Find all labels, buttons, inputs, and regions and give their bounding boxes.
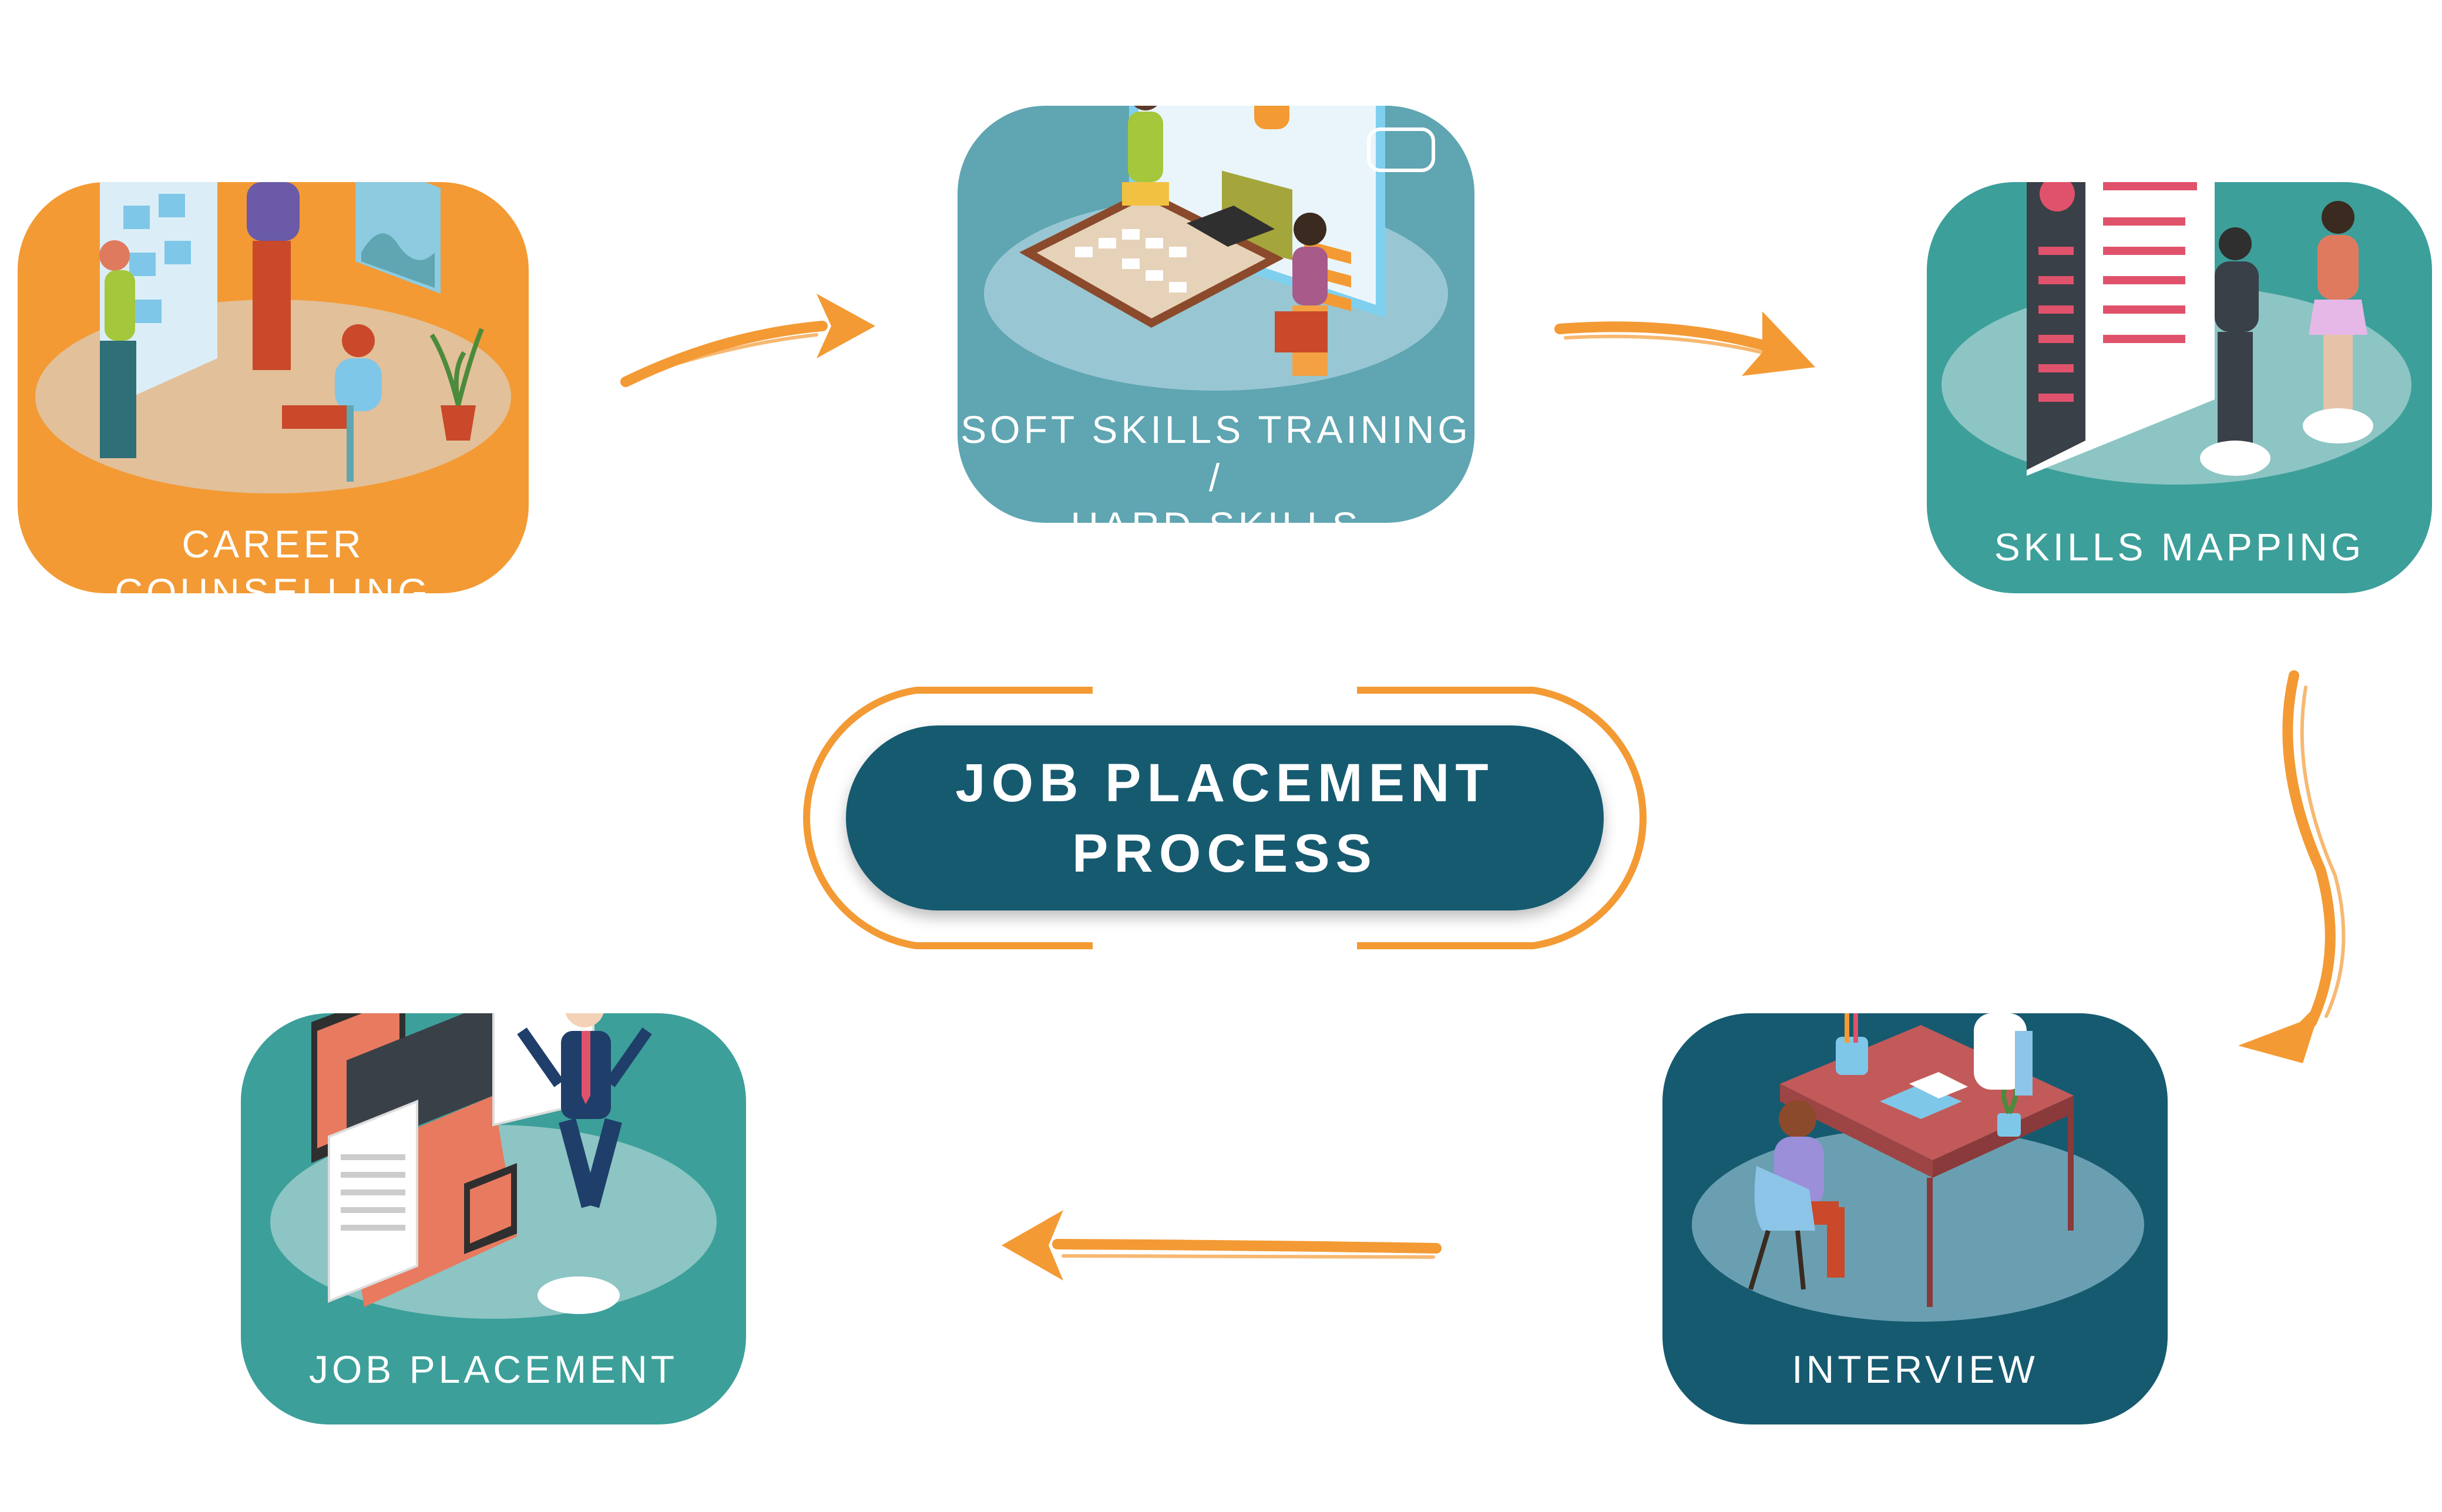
interview-card: INTERVIEW: [1662, 1013, 2168, 1424]
step-label-line2: HARD SKILLS TRAINING: [958, 502, 1474, 523]
step-label-line1: SOFT SKILLS TRAINING /: [960, 408, 1472, 499]
arrow-icon: [2238, 670, 2346, 1063]
title-line2: PROCESS: [1072, 823, 1378, 883]
title-ring-left: [803, 687, 1093, 949]
arrow-icon: [1002, 1210, 1442, 1281]
arrow-icon: [1554, 311, 1815, 376]
career-counselling-card: CAREER COUNSELLING: [18, 182, 529, 593]
arrow-icon: [620, 294, 875, 387]
step-label: SOFT SKILLS TRAINING / HARD SKILLS TRAIN…: [958, 405, 1474, 523]
process-title: JOB PLACEMENT PROCESS: [846, 725, 1604, 910]
skills-training-illustration: [1019, 106, 1435, 376]
title-line1: JOB PLACEMENT: [955, 752, 1494, 813]
interview-illustration: [1748, 1013, 2074, 1307]
job-placement-illustration: [311, 1013, 652, 1314]
job-placement-card: JOB PLACEMENT: [241, 1013, 746, 1424]
step-label: JOB PLACEMENT: [308, 1348, 678, 1391]
step-label: SKILLS MAPPING: [1994, 525, 2365, 569]
step-label: CAREER COUNSELLING: [115, 522, 432, 593]
title-ring-right: [1357, 687, 1647, 949]
step-label: INTERVIEW: [1792, 1348, 2038, 1391]
skills-mapping-card: SKILLS MAPPING: [1927, 182, 2432, 593]
career-counselling-illustration: [99, 182, 484, 482]
skills-mapping-illustration: [2027, 182, 2373, 476]
skills-training-card: SOFT SKILLS TRAINING / HARD SKILLS TRAIN…: [958, 106, 1474, 523]
